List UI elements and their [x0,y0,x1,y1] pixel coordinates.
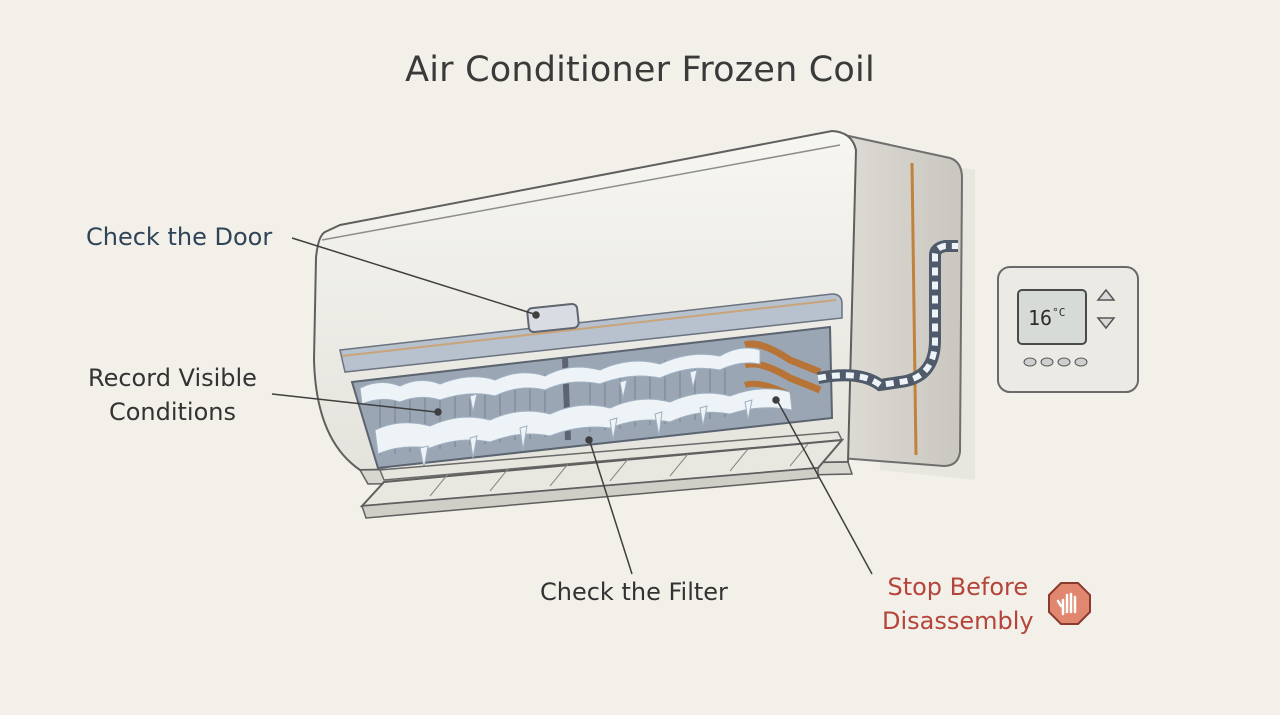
stop-before-disassembly-label: Stop Before Disassembly [882,570,1034,638]
up-arrow-icon [1096,288,1116,301]
diagram-title: Air Conditioner Frozen Coil [405,50,875,90]
check-door-label: Check the Door [86,223,273,251]
check-filter-label: Check the Filter [540,578,728,606]
record-label-line2: Conditions [108,398,236,426]
thermostat [997,266,1139,393]
refrigerant-line [816,240,958,392]
record-conditions-label: Record Visible Conditions [88,361,257,429]
filter-grille [358,431,854,519]
stop-label-line2: Disassembly [882,607,1034,635]
frozen-coil [350,325,834,470]
thermostat-readout: 16°C [1028,306,1066,330]
leader-lines [271,237,873,575]
down-arrow-icon [1096,317,1116,330]
door-latch [526,302,580,334]
stop-label-line1: Stop Before [887,573,1029,601]
stop-hand-icon [1048,582,1091,625]
record-label-line1: Record Visible [88,364,257,392]
